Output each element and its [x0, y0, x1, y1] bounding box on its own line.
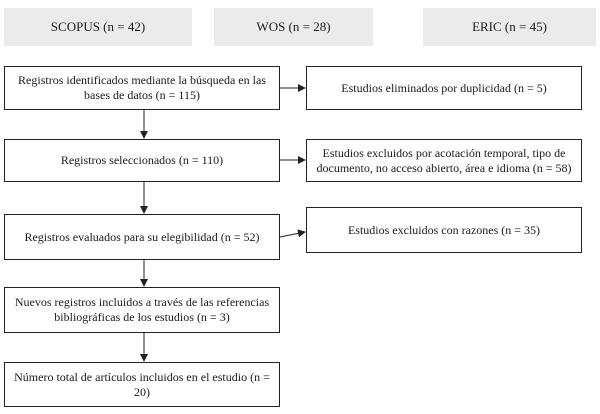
box-duplicates-text: Estudios eliminados por duplicidad (n = … [341, 80, 547, 95]
source-wos-label: WOS (n = 28) [256, 19, 331, 34]
source-wos: WOS (n = 28) [214, 8, 373, 46]
source-eric-label: ERIC (n = 45) [472, 19, 547, 34]
box-excluded-filters: Estudios excluidos por acotación tempora… [306, 139, 582, 182]
box-screened: Registros seleccionados (n = 110) [4, 139, 280, 182]
box-total-text: Número total de artículos incluidos en e… [14, 369, 270, 399]
arrow-to-excluded-reasons [279, 229, 306, 238]
box-eligibility-text: Registros evaluados para su elegibilidad… [24, 229, 260, 244]
box-excluded-reasons-text: Estudios excluidos con razones (n = 35) [347, 222, 541, 237]
source-scopus-label: SCOPUS (n = 42) [50, 19, 146, 34]
box-total: Número total de artículos incluidos en e… [4, 362, 280, 407]
box-excluded-reasons: Estudios excluidos con razones (n = 35) [306, 207, 582, 253]
box-new-records: Nuevos registros incluidos a través de l… [4, 287, 280, 333]
box-identified: Registros identificados mediante la búsq… [4, 66, 280, 110]
box-excluded-filters-text: Estudios excluidos por acotación tempora… [316, 145, 572, 175]
box-identified-text: Registros identificados mediante la búsq… [18, 73, 266, 102]
box-screened-text: Registros seleccionados (n = 110) [60, 153, 224, 167]
box-new-records-text: Nuevos registros incluidos a través de l… [14, 295, 270, 324]
box-duplicates: Estudios eliminados por duplicidad (n = … [306, 66, 582, 110]
source-scopus: SCOPUS (n = 42) [4, 8, 192, 46]
box-eligibility: Registros evaluados para su elegibilidad… [4, 214, 280, 260]
source-eric: ERIC (n = 45) [423, 8, 596, 46]
